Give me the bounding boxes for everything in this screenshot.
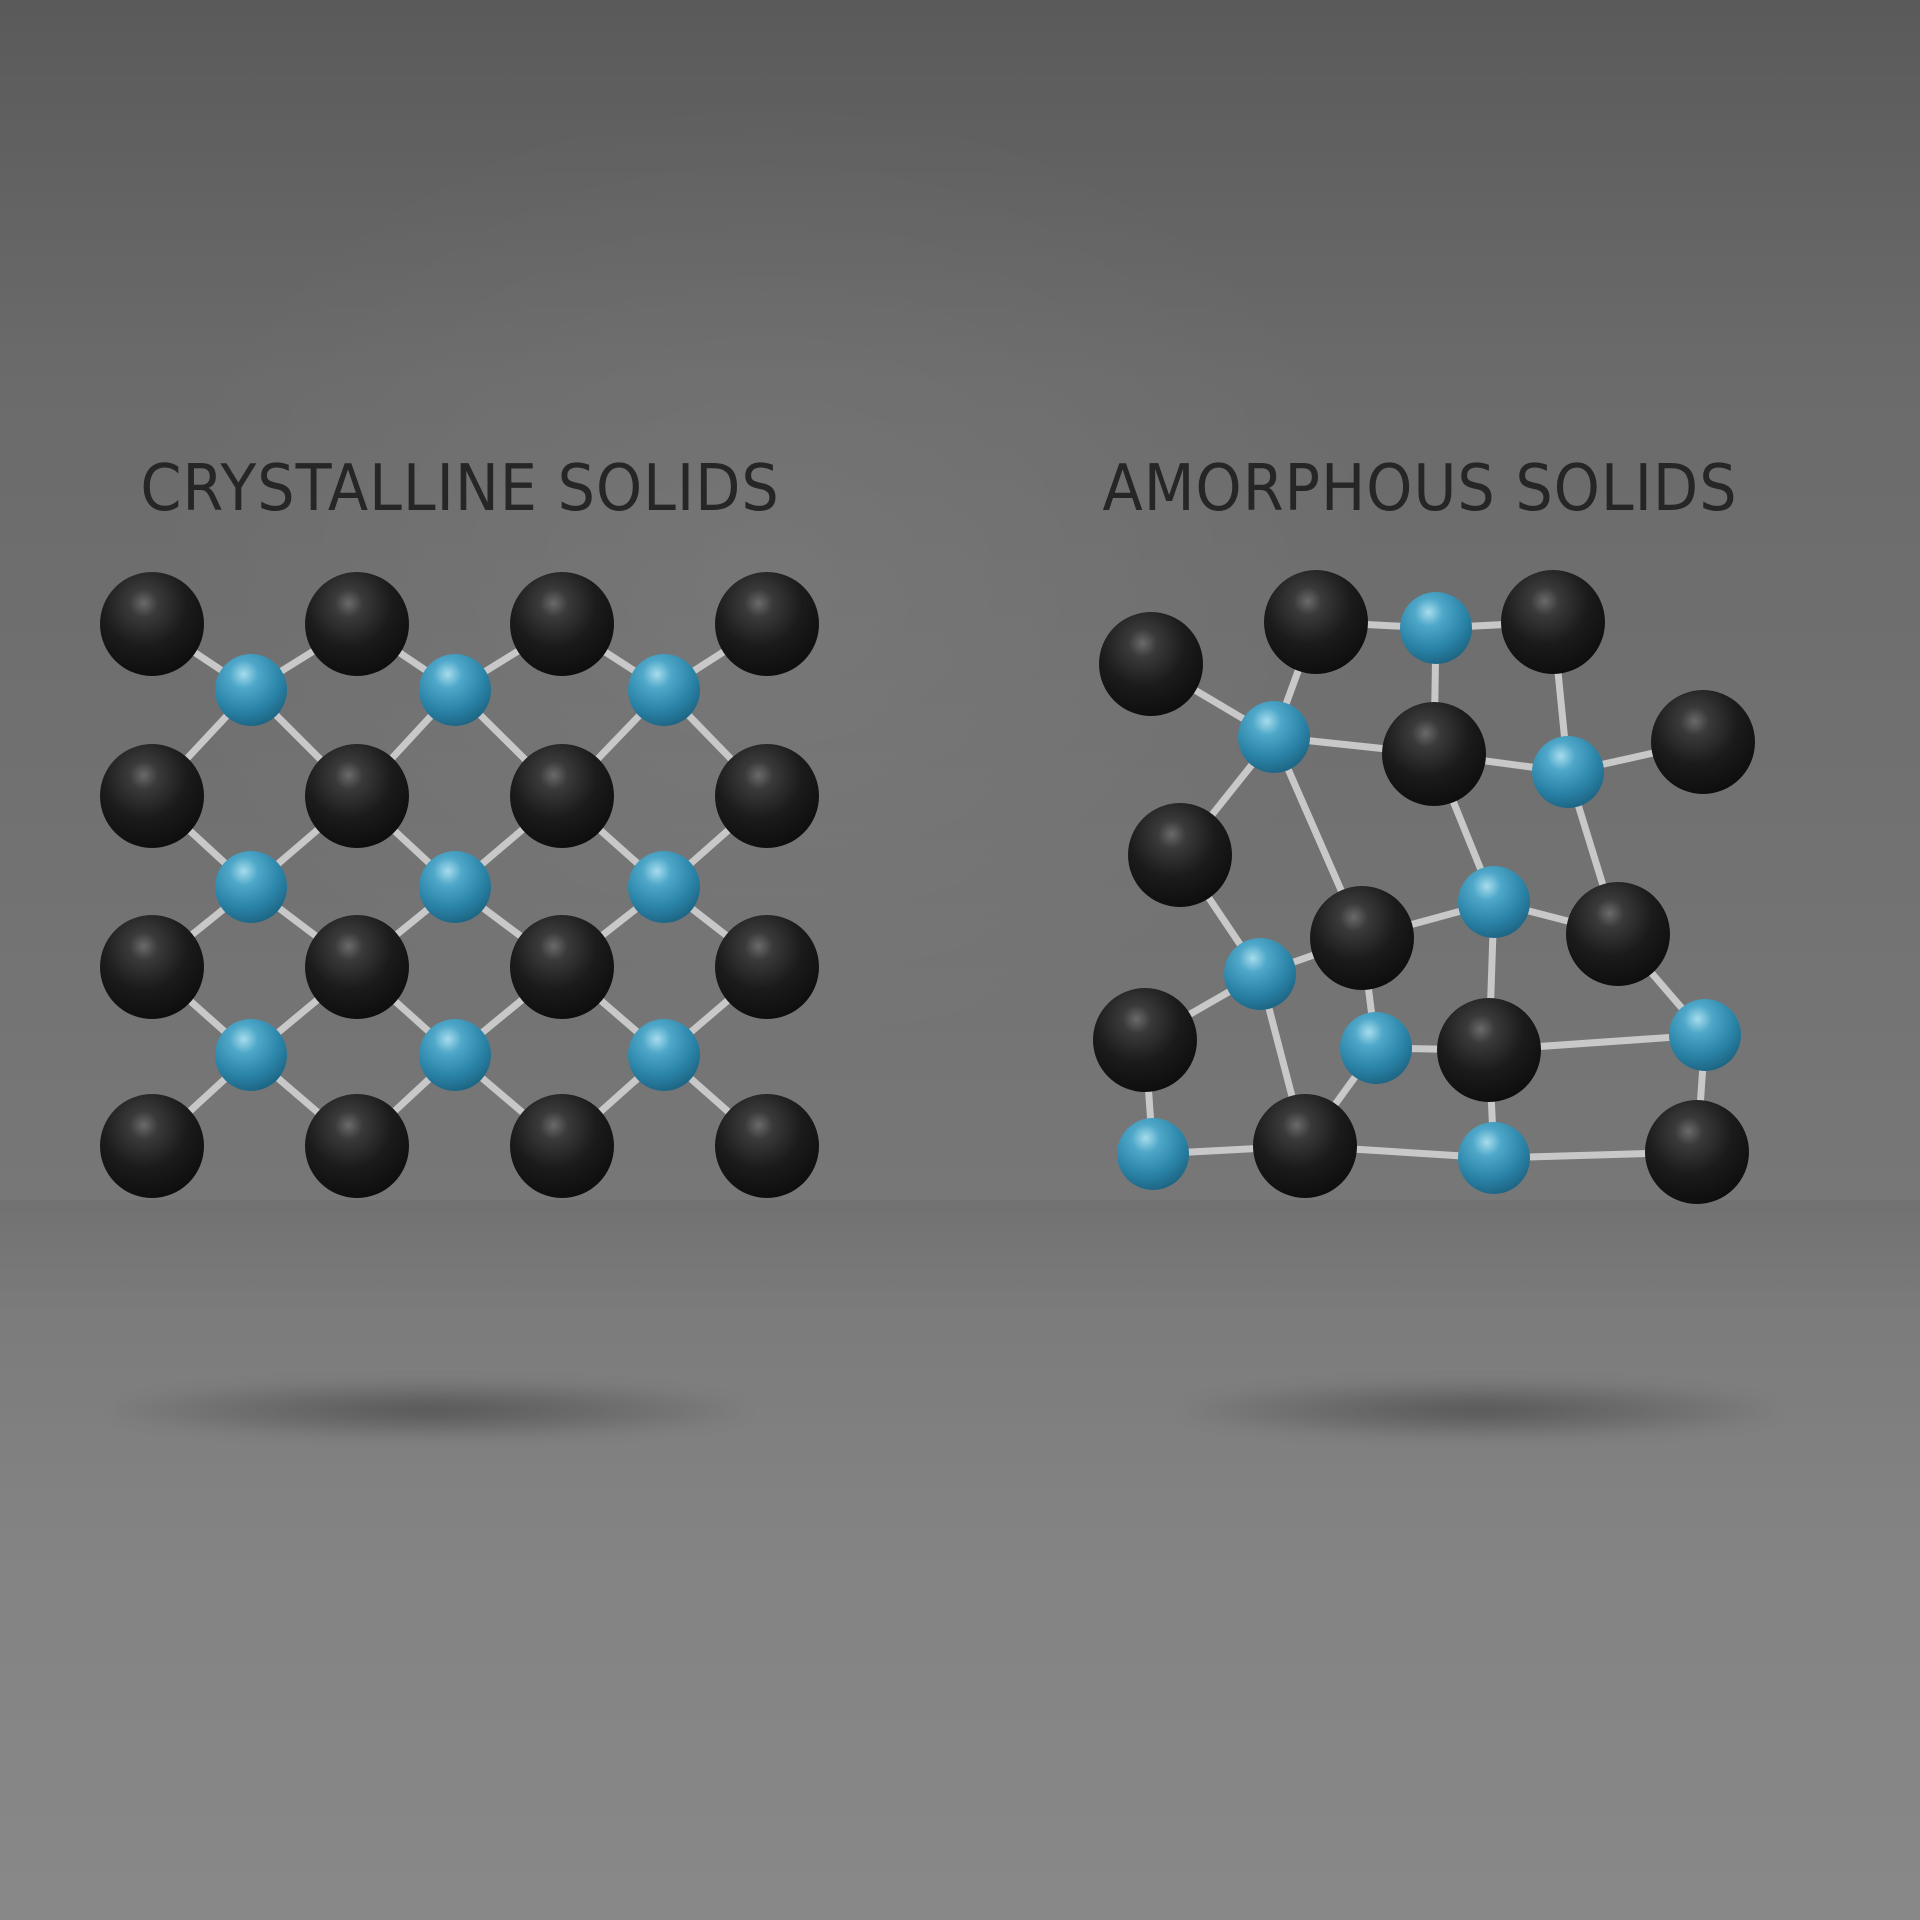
blue-atom [419, 654, 491, 726]
black-atom [510, 915, 614, 1019]
black-atom [1651, 690, 1755, 794]
crystalline-atoms [100, 572, 819, 1198]
black-atom [1099, 612, 1203, 716]
crystalline-title: CRYSTALLINE SOLIDS [140, 452, 780, 526]
black-atom [1253, 1094, 1357, 1198]
black-atom [1128, 803, 1232, 907]
black-atom [1382, 702, 1486, 806]
blue-atom [1400, 592, 1472, 664]
black-atom [305, 915, 409, 1019]
black-atom [100, 572, 204, 676]
black-atom [715, 915, 819, 1019]
blue-atom [215, 1019, 287, 1091]
blue-atom [628, 1019, 700, 1091]
blue-atom [1458, 866, 1530, 938]
black-atom [1501, 570, 1605, 674]
blue-atom [419, 1019, 491, 1091]
blue-atom [1238, 701, 1310, 773]
black-atom [1566, 882, 1670, 986]
blue-atom [215, 851, 287, 923]
black-atom [1437, 998, 1541, 1102]
black-atom [100, 915, 204, 1019]
amorphous-atoms [1093, 570, 1755, 1204]
amorphous-title: AMORPHOUS SOLIDS [1102, 452, 1738, 526]
black-atom [1093, 988, 1197, 1092]
black-atom [510, 572, 614, 676]
amorphous-shadow [1180, 1380, 1780, 1440]
blue-atom [628, 654, 700, 726]
blue-atom [628, 851, 700, 923]
blue-atom [215, 654, 287, 726]
black-atom [1264, 570, 1368, 674]
black-atom [510, 744, 614, 848]
black-atom [715, 572, 819, 676]
blue-atom [419, 851, 491, 923]
black-atom [510, 1094, 614, 1198]
blue-atom [1458, 1122, 1530, 1194]
blue-atom [1340, 1012, 1412, 1084]
black-atom [100, 1094, 204, 1198]
crystalline-shadow [110, 1380, 750, 1440]
blue-atom [1117, 1118, 1189, 1190]
black-atom [305, 744, 409, 848]
blue-atom [1669, 999, 1741, 1071]
black-atom [1310, 886, 1414, 990]
black-atom [1645, 1100, 1749, 1204]
blue-atom [1532, 736, 1604, 808]
black-atom [305, 572, 409, 676]
black-atom [305, 1094, 409, 1198]
black-atom [100, 744, 204, 848]
blue-atom [1224, 938, 1296, 1010]
black-atom [715, 744, 819, 848]
black-atom [715, 1094, 819, 1198]
